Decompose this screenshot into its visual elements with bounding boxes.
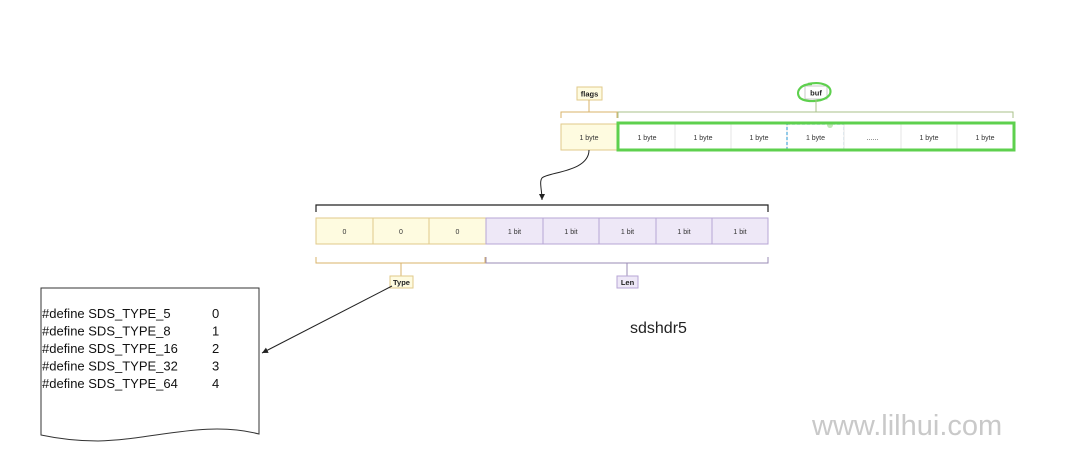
define-value: 4 [212, 376, 219, 391]
define-name: #define SDS_TYPE_16 [42, 341, 178, 356]
buf-cell-text: ...... [867, 135, 879, 142]
define-value: 3 [212, 359, 219, 374]
len-bit-cell: 1 bit [542, 217, 600, 245]
define-name: #define SDS_TYPE_32 [42, 359, 178, 374]
len-bit-cell: 1 bit [655, 217, 713, 245]
len-bit-cell: 1 bit [598, 217, 657, 245]
diagram-caption: sdshdr5 [630, 320, 687, 337]
bit-cell-text: 0 [343, 229, 347, 236]
buf-cell: 1 byte [730, 123, 788, 151]
bit-cell-text: 0 [399, 229, 403, 236]
buf-cells: 1 byte 1 byte 1 byte 1 byte ...... 1 byt… [616, 121, 1016, 152]
type-bracket [315, 257, 486, 276]
watermark: www.lilhui.com [811, 410, 1002, 442]
len-tag: Len [616, 275, 639, 289]
bit-cell-text: 1 bit [621, 229, 634, 236]
buf-cell-text: 1 byte [975, 135, 994, 142]
buf-cell-selected: 1 byte [786, 122, 845, 151]
flags-cell-text: 1 byte [579, 135, 598, 142]
buf-cell: 1 byte [618, 123, 676, 151]
define-value: 0 [212, 306, 219, 321]
len-label: Len [621, 278, 635, 287]
buf-cell: 1 byte [900, 123, 958, 151]
bit-cell-text: 1 bit [508, 229, 521, 236]
bit-cell-text: 1 bit [733, 229, 746, 236]
bit-cell-text: 0 [456, 229, 460, 236]
type-bit-cell: 0 [428, 217, 487, 245]
buf-highlight [616, 121, 1016, 152]
buf-cell-text: 1 byte [693, 135, 712, 142]
buf-cell-text: 1 byte [637, 135, 656, 142]
buf-label: buf [810, 89, 822, 98]
define-name: #define SDS_TYPE_64 [42, 376, 178, 391]
bits-top-bracket [315, 204, 769, 212]
buf-cell-text: 1 byte [806, 135, 825, 142]
define-value: 1 [212, 324, 219, 339]
type-bit-cell: 0 [315, 217, 374, 245]
buf-cell: 1 byte [956, 123, 1014, 151]
buf-bracket [617, 100, 1014, 118]
buf-tag: buf [796, 82, 832, 103]
flags-cell: 1 byte [560, 123, 618, 151]
buf-cell-text: 1 byte [749, 135, 768, 142]
buf-cell-ellipsis: ...... [843, 123, 902, 151]
type-bit-cell: 0 [372, 217, 430, 245]
type-tag: Type [389, 275, 414, 289]
buf-cell: 1 byte [674, 123, 732, 151]
len-bracket [485, 257, 769, 276]
len-bit-cell: 1 bit [711, 217, 769, 245]
define-name: #define SDS_TYPE_5 [42, 306, 171, 321]
len-bit-cell: 1 bit [485, 217, 544, 245]
bit-cell-text: 1 bit [677, 229, 690, 236]
buf-cell-text: 1 byte [919, 135, 938, 142]
document-shape [40, 287, 260, 442]
flags-label: flags [581, 90, 599, 99]
define-name: #define SDS_TYPE_8 [42, 324, 171, 339]
flags-to-bits-arrow [538, 149, 590, 201]
flags-bracket [560, 100, 618, 118]
bits-cells: 0 0 0 1 bit 1 bit 1 bit 1 bit 1 bit [315, 217, 769, 245]
bit-cell-text: 1 bit [564, 229, 577, 236]
type-label: Type [393, 278, 410, 287]
type-to-defines-arrow [261, 285, 393, 354]
flags-tag: flags [576, 86, 603, 101]
defines-document: #define SDS_TYPE_5 0 #define SDS_TYPE_8 … [40, 287, 260, 442]
define-value: 2 [212, 341, 219, 356]
